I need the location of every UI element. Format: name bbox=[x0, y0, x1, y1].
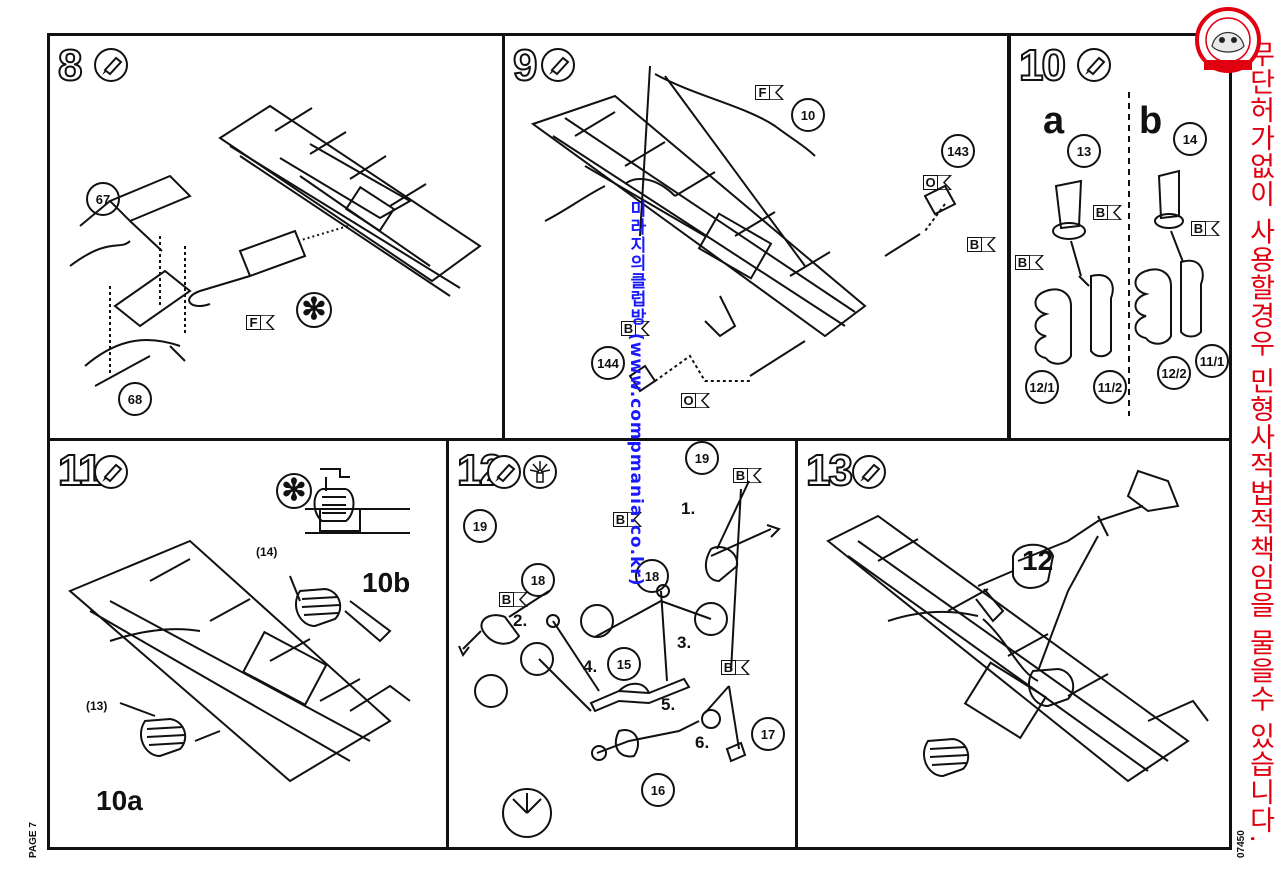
flag-b: B bbox=[733, 467, 762, 483]
step-8-drawing bbox=[69, 104, 482, 387]
part-16-callout: 16 bbox=[641, 773, 675, 807]
step-9-number: 9 bbox=[512, 41, 539, 90]
part-13-callout: 13 bbox=[1067, 134, 1101, 168]
label-10b: 10b bbox=[362, 567, 411, 598]
part-10-callout: 10 bbox=[791, 98, 825, 132]
asterisk-detail-icon: ✻ bbox=[276, 473, 312, 509]
part-11-1-callout: 11/1 bbox=[1195, 344, 1229, 378]
red-watermark: 무단허가없이 사용할경우 민형사적법적책임을 물을수 있습니다. bbox=[1244, 40, 1275, 844]
step-13-panel: 13 12 bbox=[795, 438, 1232, 850]
label-10a: 10a bbox=[96, 785, 143, 816]
flag-f: F bbox=[246, 314, 275, 330]
part-11-2-callout: 11/2 bbox=[1093, 370, 1127, 404]
flag-b: B bbox=[621, 320, 650, 336]
glue-tube-icon bbox=[487, 455, 521, 489]
step-11-panel: 11 ✻ 10b 10a (14) (13) bbox=[47, 438, 449, 850]
blue-watermark: 미라지의클럽방 (www.compmania.co.kr) bbox=[626, 200, 646, 587]
glue-tube-icon bbox=[852, 455, 886, 489]
sequence-1: 1. bbox=[681, 499, 696, 518]
step-13-drawing bbox=[826, 469, 1209, 783]
part-12-1-callout: 12/1 bbox=[1025, 370, 1059, 404]
glue-tube-icon bbox=[94, 455, 128, 489]
part-18-callout: 18 bbox=[521, 563, 555, 597]
step-8-number: 8 bbox=[57, 41, 84, 90]
paint-brush-icon bbox=[523, 455, 557, 489]
step-9-drawing bbox=[530, 65, 957, 393]
sequence-2: 2. bbox=[513, 611, 528, 630]
step-10-number: 10 bbox=[1018, 41, 1067, 90]
flag-b: B bbox=[1015, 254, 1044, 270]
label-14-ref: (14) bbox=[256, 545, 278, 559]
step-10-drawing bbox=[1034, 92, 1204, 416]
flag-b: B bbox=[499, 591, 528, 607]
asterisk-detail-icon: ✻ bbox=[296, 292, 332, 328]
flag-b: B bbox=[967, 236, 996, 252]
part-19-callout: 19 bbox=[685, 441, 719, 475]
sequence-6: 6. bbox=[695, 733, 710, 752]
sub-step-a-label: a bbox=[1043, 100, 1065, 142]
flag-f: F bbox=[755, 84, 784, 100]
part-68-callout: 68 bbox=[118, 382, 152, 416]
part-19-callout: 19 bbox=[463, 509, 497, 543]
step-11-drawing bbox=[68, 468, 411, 783]
flag-o: O bbox=[681, 392, 710, 408]
part-143-callout: 143 bbox=[941, 134, 975, 168]
glue-tube-icon bbox=[541, 48, 575, 82]
sequence-5: 5. bbox=[661, 695, 676, 714]
flag-b: B bbox=[1093, 204, 1122, 220]
part-18-callout: 18 bbox=[635, 559, 669, 593]
glue-tube-icon bbox=[1077, 48, 1111, 82]
step-10-panel: 10 a b 13 14 12/1 11/2 12/2 11/1 B B B bbox=[1008, 33, 1232, 441]
part-14-callout: 14 bbox=[1173, 122, 1207, 156]
page-number: PAGE 7 bbox=[28, 822, 39, 858]
part-17-callout: 17 bbox=[751, 717, 785, 751]
step-9-panel: 9 10 143 144 F O B B O bbox=[502, 33, 1010, 441]
flag-b: B bbox=[613, 511, 642, 527]
step-13-number: 13 bbox=[805, 446, 854, 495]
part-144-callout: 144 bbox=[591, 346, 625, 380]
sub-step-b-label: b bbox=[1139, 100, 1163, 142]
flag-o: O bbox=[923, 174, 952, 190]
part-15-callout: 15 bbox=[607, 647, 641, 681]
label-13-ref: (13) bbox=[86, 699, 108, 713]
flag-b: B bbox=[1191, 220, 1220, 236]
sequence-3: 3. bbox=[677, 633, 692, 652]
step-12-drawing bbox=[458, 480, 781, 838]
glue-tube-icon bbox=[94, 48, 128, 82]
part-12-2-callout: 12/2 bbox=[1157, 356, 1191, 390]
compmania-stamp-logo bbox=[1194, 2, 1262, 88]
step-12-panel: 12 19 18 19 18 15 16 17 1. 2. 3. 4. 5. 6… bbox=[446, 438, 798, 850]
step-8-panel: 8 67 68 F ✻ bbox=[47, 33, 505, 441]
